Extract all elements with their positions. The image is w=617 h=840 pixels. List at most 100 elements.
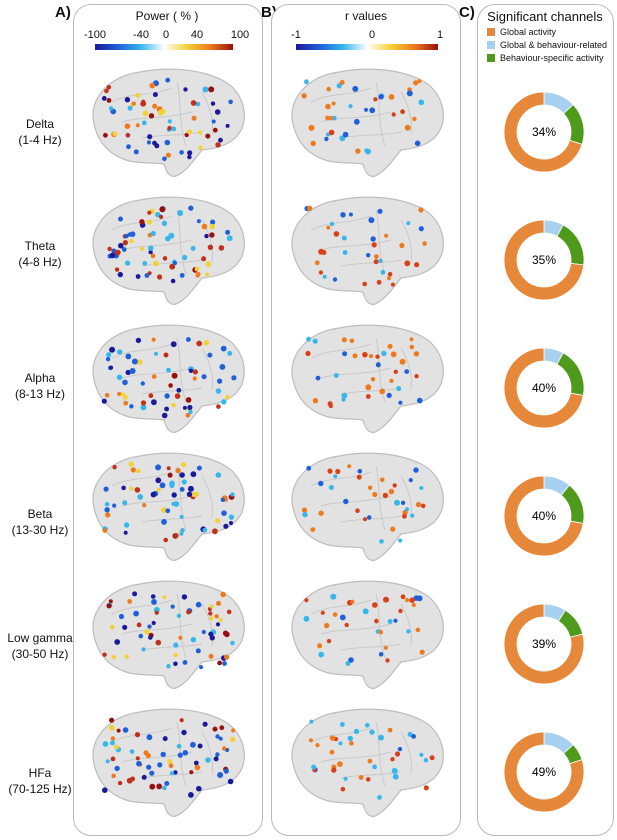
electrode-dot <box>344 622 349 628</box>
electrode-dot <box>308 738 313 743</box>
electrode-dot <box>335 468 341 475</box>
electrode-dot <box>417 397 423 404</box>
electrode-dot <box>340 786 346 792</box>
electrode-dot <box>196 340 203 347</box>
electrode-dot <box>102 741 109 747</box>
legend-label: Global & behaviour-related <box>500 40 608 50</box>
electrode-dot <box>326 638 332 644</box>
electrode-dot <box>109 717 115 723</box>
electrode-dot <box>217 378 223 384</box>
band-label-hfa: HFa (70-125 Hz) <box>4 765 76 797</box>
electrode-dot <box>140 381 145 386</box>
electrode-dot <box>186 129 192 135</box>
electrode-dot <box>315 375 321 381</box>
electrode-dot <box>123 400 129 406</box>
colorbar-a <box>95 44 233 50</box>
electrode-dot <box>181 479 187 485</box>
electrode-dot <box>365 777 371 782</box>
electrode-dot <box>201 374 207 380</box>
electrode-dot <box>304 598 309 603</box>
electrode-dot <box>135 123 140 128</box>
electrode-dot <box>212 726 218 732</box>
electrode-dot <box>216 404 221 409</box>
electrode-dot <box>409 597 415 603</box>
donut-chart: 39% <box>503 603 585 685</box>
electrode-dot <box>106 352 112 358</box>
electrode-dot <box>229 521 233 525</box>
electrode-dot <box>414 140 421 147</box>
electrode-dot <box>381 350 387 357</box>
electrode-dot <box>162 736 168 742</box>
brain-sulcus <box>141 643 203 651</box>
electrode-dot <box>116 728 121 733</box>
electrode-dot <box>182 254 188 261</box>
electrode-dot <box>209 223 215 230</box>
electrode-dot <box>112 503 117 508</box>
electrode-dot <box>406 90 413 97</box>
electrode-dot <box>173 533 179 539</box>
brain-render <box>92 580 245 689</box>
electrode-dot <box>326 225 331 230</box>
brain-sulcus <box>176 593 187 659</box>
electrode-dot <box>209 604 214 609</box>
electrode-dot <box>409 337 414 342</box>
electrode-dot <box>161 519 167 525</box>
electrode-dot <box>144 273 150 278</box>
band-range: (13-30 Hz) <box>11 523 69 537</box>
electrode-dot <box>225 394 230 400</box>
band-name: HFa <box>28 766 52 780</box>
electrode-dot <box>404 124 411 131</box>
electrode-dot <box>418 99 425 106</box>
electrode-dot <box>220 497 225 502</box>
electrode-dot <box>106 603 112 609</box>
electrode-dot <box>321 250 327 255</box>
electrode-dot <box>159 214 164 219</box>
electrode-dot <box>365 384 372 391</box>
electrode-dot <box>320 610 325 615</box>
colorbar-b-tick: -1 <box>291 29 301 41</box>
electrode-dot <box>188 409 193 415</box>
electrode-dot <box>226 609 232 615</box>
electrode-dot <box>383 645 388 650</box>
electrode-dot <box>117 349 123 355</box>
electrode-dot <box>163 537 168 543</box>
electrode-dot <box>184 132 189 138</box>
electrode-dot <box>110 736 116 741</box>
donut-slice-global-activity <box>503 475 584 557</box>
electrode-dot <box>125 260 131 266</box>
electrode-dot <box>368 354 374 359</box>
electrode-dot <box>167 472 173 478</box>
electrode-dot <box>318 480 324 487</box>
electrode-dot <box>383 596 389 603</box>
electrode-dot <box>217 772 224 778</box>
donut-slice-behaviour-specific-activity <box>560 484 585 524</box>
colorbar-a-tick: 0 <box>162 29 170 41</box>
electrode-dot <box>410 513 415 518</box>
electrode-dot <box>147 210 152 215</box>
electrode-dot <box>212 127 218 133</box>
donut-slice-global-activity <box>503 91 583 173</box>
brain-render <box>92 196 245 305</box>
electrode-dot <box>201 256 207 262</box>
electrode-dot <box>161 220 168 226</box>
electrode-dot <box>131 101 136 106</box>
brain-sulcus <box>111 343 173 359</box>
donut-chart: 34% <box>503 91 585 173</box>
brain-sulcus <box>310 599 372 615</box>
electrode-dot <box>370 236 376 242</box>
electrode-dot <box>123 530 128 535</box>
electrode-dot <box>155 464 162 471</box>
electrode-dot <box>196 465 202 471</box>
electrode-dot <box>419 649 425 655</box>
electrode-dot <box>375 354 380 359</box>
electrode-dot <box>109 252 116 259</box>
electrode-dot <box>130 467 136 473</box>
electrode-dot <box>104 507 110 513</box>
electrode-dot <box>207 244 214 250</box>
electrode-dot <box>165 508 171 514</box>
electrode-dot <box>411 734 416 739</box>
electrode-dot <box>168 763 174 769</box>
legend-label: Behaviour-specific activity <box>500 53 604 63</box>
electrode-dot <box>159 482 166 489</box>
electrode-dot <box>194 266 200 272</box>
